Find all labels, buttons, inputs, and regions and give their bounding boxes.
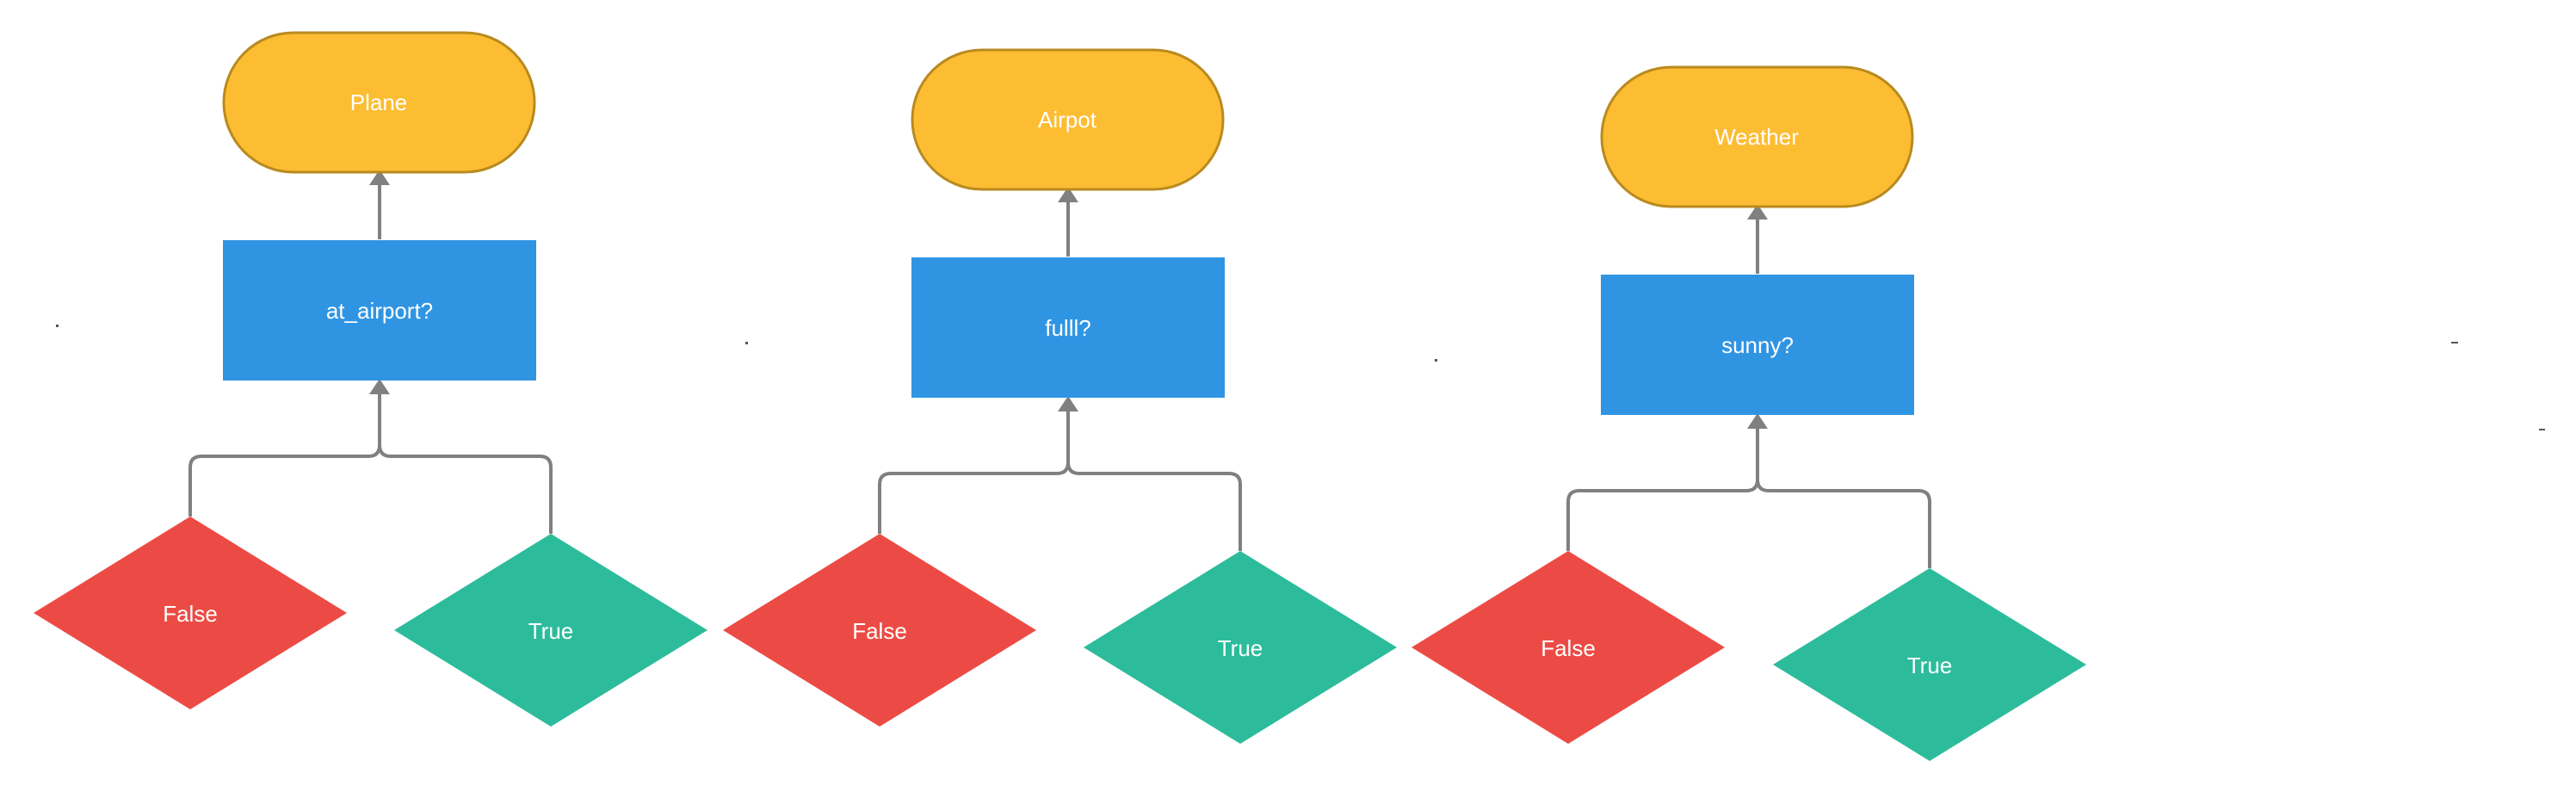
flow-3-false-connector bbox=[1566, 427, 1759, 551]
flow-2-decision-arrowhead bbox=[1058, 396, 1078, 411]
flow-2-false-diamond[interactable]: False bbox=[723, 534, 1036, 727]
canvas-speck bbox=[745, 342, 748, 344]
flow-1-terminal-arrowhead bbox=[369, 170, 390, 185]
flow-2-false-label: False bbox=[852, 618, 907, 644]
flow-1-false-connector bbox=[188, 393, 381, 517]
flow-1-terminal-label: Plane bbox=[350, 90, 408, 115]
flow-2-decision-box[interactable]: fulll? bbox=[911, 257, 1225, 398]
flow-3-false-diamond[interactable]: False bbox=[1412, 551, 1725, 744]
flow-3-false-label: False bbox=[1541, 635, 1596, 661]
flow-1-false-label: False bbox=[163, 601, 218, 627]
flow-3-terminal-arrowhead bbox=[1747, 204, 1768, 220]
flow-1-terminal[interactable]: Plane bbox=[222, 31, 536, 174]
flow-3-terminal[interactable]: Weather bbox=[1600, 65, 1914, 208]
flow-2-false-connector bbox=[878, 410, 1070, 534]
flow-3-true-label: True bbox=[1907, 653, 1953, 678]
flow-1-true-label: True bbox=[528, 618, 574, 644]
flow-2-terminal-arrowhead bbox=[1058, 187, 1078, 202]
flow-3-true-diamond[interactable]: True bbox=[1773, 568, 2086, 761]
flow-2: Airpot fulll? False True bbox=[723, 48, 1397, 744]
flow-2-true-label: True bbox=[1218, 635, 1263, 661]
canvas-speck bbox=[56, 325, 59, 327]
flow-2-terminal[interactable]: Airpot bbox=[911, 48, 1225, 191]
flow-3-true-connector bbox=[1756, 427, 1931, 568]
flow-3-terminal-label: Weather bbox=[1714, 124, 1799, 150]
flow-1-decision-box[interactable]: at_airport? bbox=[223, 240, 536, 381]
flow-3: Weather sunny? False True bbox=[1412, 65, 2086, 761]
flow-2-true-connector bbox=[1066, 410, 1242, 551]
flow-2-terminal-label: Airpot bbox=[1038, 107, 1097, 133]
flow-1-decision-label: at_airport? bbox=[326, 298, 433, 324]
canvas-speck bbox=[2451, 342, 2458, 343]
flow-2-decision-label: fulll? bbox=[1045, 315, 1090, 341]
flow-3-decision-box[interactable]: sunny? bbox=[1601, 275, 1914, 415]
canvas-speck bbox=[2539, 429, 2545, 430]
flow-2-true-diamond[interactable]: True bbox=[1084, 551, 1397, 744]
flow-1: Plane at_airport? False True bbox=[34, 31, 707, 727]
flow-3-decision-arrowhead bbox=[1747, 413, 1768, 429]
flow-1-decision-arrowhead bbox=[369, 379, 390, 394]
flow-1-true-diamond[interactable]: True bbox=[394, 534, 707, 727]
flow-1-false-diamond[interactable]: False bbox=[34, 517, 347, 709]
canvas-speck bbox=[1435, 359, 1437, 362]
flow-3-decision-label: sunny? bbox=[1721, 332, 1794, 358]
flow-1-true-connector bbox=[378, 393, 553, 534]
